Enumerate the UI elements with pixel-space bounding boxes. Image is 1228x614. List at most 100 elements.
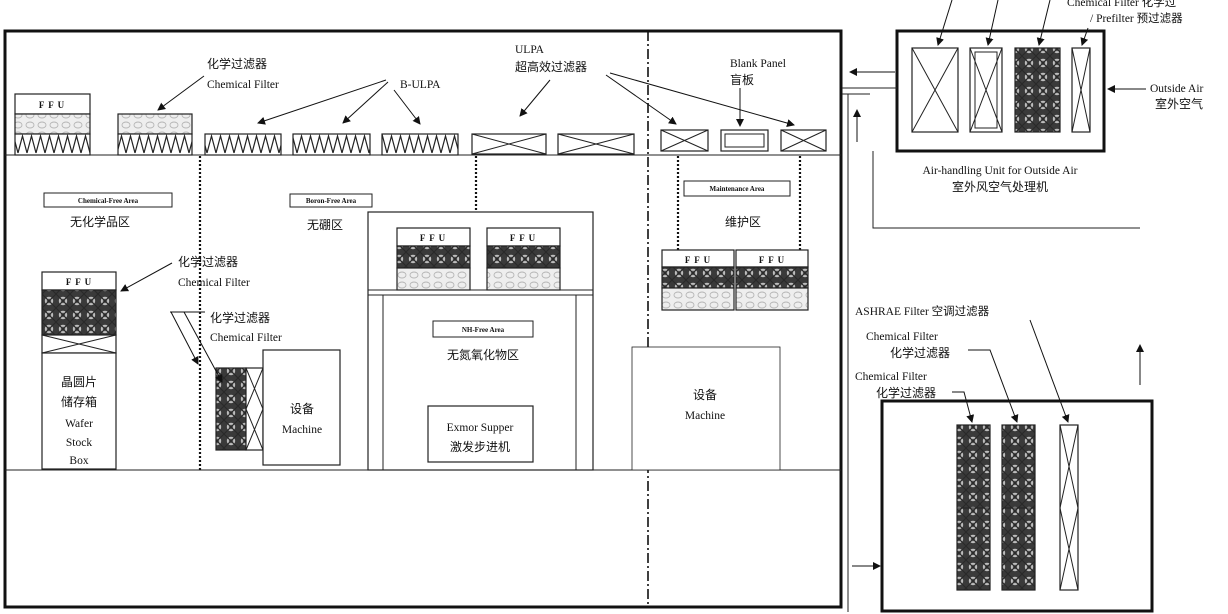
ashrae-filter-leader [1029,319,1070,423]
ulpa-leader-1 [519,79,551,117]
ffu-label: F F U [759,255,785,265]
cleanroom-frame [3,29,843,609]
wafer-box-ffu-tower: F F U [41,271,117,354]
machine-left-box [262,349,341,466]
machine-left-label-cn: 设备 [290,402,314,416]
outside-air-label-en: Outside Air [1150,83,1204,95]
chemical-filter-block [41,289,117,336]
ahu-name-en: Air-handling Unit for Outside Air [923,165,1078,177]
b-ulpa-leader-3 [393,89,421,125]
wafer-box-label-1: 晶圆片 [61,375,97,389]
recirc-chemical-filter-b-cn: 化学过滤器 [876,385,936,400]
ahu-filter-2 [969,47,1003,133]
b-ulpa-filter-1 [204,133,282,156]
ffu-label: F F U [685,255,711,265]
chemical-free-area-tag-box [43,192,173,208]
wafer-box-label-4: Stock [66,437,92,449]
nh-free-area-tag-box [432,320,534,338]
recirc-chemical-filter-2 [1001,424,1036,591]
ceiling-chemical-filter-unit [117,113,193,156]
machine-prefilter [245,367,264,451]
ulpa-filter-3 [660,129,709,152]
machine-right-label-cn: 设备 [693,388,717,402]
ashrae-filter-label: ASHRAE Filter 空调过滤器 [855,304,990,318]
tower-chemical-filter-label-cn: 化学过滤器 [178,254,238,269]
ceiling-chemical-filter-leader [157,75,205,111]
boron-free-area-name: 无硼区 [307,218,343,232]
return-duct-route [872,151,1140,229]
machine-chemical-filter-leader-2 [183,311,223,383]
maintenance-area-name: 维护区 [725,215,761,229]
tower-chemical-filter-leader [120,262,173,292]
bay-ffu-2: F F U [486,227,561,291]
ahu-frame [895,29,1106,153]
ahu-filter-leader-1 [936,0,953,46]
ulpa-label-cn: 超高效过滤器 [515,59,587,74]
stepper-label-cn: 激发步进机 [450,439,510,454]
b-ulpa-filter-3 [381,133,459,156]
machine-chemical-filter-leader-1 [170,311,199,365]
machine-chemical-filter-label-cn: 化学过滤器 [210,310,270,325]
ffu-label: F F U [510,233,536,243]
b-ulpa-filter-2 [292,133,371,156]
ulpa-leader-2 [605,74,677,125]
machine-right-label-en: Machine [685,410,725,422]
recirc-chemical-filter-1 [956,424,991,591]
chemical-free-area-tag: Chemical-Free Area [78,197,139,205]
blank-panel-label-en: Blank Panel [730,58,786,70]
ahu-prefilter-label: / Prefilter 预过滤器 [1090,12,1183,25]
stepper-label-en: Exmor Supper [447,422,514,434]
bay-ffu-1: F F U [396,227,471,291]
ulpa-filter-1 [471,133,547,155]
nh-free-area-tag: NH-Free Area [462,326,505,334]
recirc-chemical-filter-a-cn: 化学过滤器 [890,345,950,360]
ahu-prefilter [1071,47,1091,133]
outside-air-label-cn: 室外空气 [1155,96,1203,111]
hepa-zigzag-layer [14,133,91,156]
blank-panel-label-cn: 盲板 [730,72,754,87]
b-ulpa-leader-2 [342,81,389,124]
blank-panel [720,129,769,152]
stepper-box [427,405,534,463]
ffu-label: F F U [39,100,65,110]
recirc-ashrae-filter [1059,424,1079,591]
wafer-box-label-2: 储存箱 [61,394,97,409]
recirc-chemical-filter-b-en: Chemical Filter [855,371,927,383]
stepper-bay-enclosure [367,211,594,471]
chemical-free-area-name: 无化学品区 [70,214,130,229]
chemical-filter-layer [14,113,91,135]
machine-chemical-filter [215,367,247,451]
ulpa-filter-4 [780,129,827,152]
ulpa-filter-2 [557,133,635,155]
ffu-label: F F U [66,277,92,287]
wafer-stock-box [41,352,117,470]
machine-chemical-filter-label-en: Chemical Filter [210,332,282,344]
maintenance-ffu-2: F F U [735,249,809,311]
ulpa-leader-3 [609,72,795,127]
maintenance-ffu-1: F F U [661,249,735,311]
ahu-name-cn: 室外风空气处理机 [952,179,1048,194]
wafer-box-label-5: Box [69,455,88,467]
tower-chemical-filter-label-en: Chemical Filter [178,277,250,289]
ahu-chemical-filter-label: Chemical Filter 化学过 [1067,0,1177,9]
recirc-chemical-filter-b-leader [952,391,975,423]
hepa-zigzag-layer [117,133,193,156]
machine-right-box [631,346,781,471]
ceiling-ffu-unit: F F U [14,93,91,156]
boron-free-area-tag-box [289,193,373,208]
maintenance-area-tag: Maintenance Area [710,185,765,193]
ahu-chemical-filter [1014,47,1061,133]
ulpa-label-en: ULPA [515,44,545,56]
ahu-filter-leader-3 [1036,0,1051,46]
boron-free-area-tag: Boron-Free Area [306,197,357,205]
maintenance-area-tag-box [683,180,791,197]
b-ulpa-label: B-ULPA [400,79,441,91]
ceiling-chemical-filter-label-cn: 化学过滤器 [207,56,267,71]
recirc-unit-frame [880,399,1154,613]
chemical-filter-layer [117,113,193,135]
recirc-chemical-filter-a-leader [968,349,1019,423]
wafer-box-label-3: Wafer [65,418,93,430]
ahu-filter-leader-2 [985,0,999,46]
recirc-chemical-filter-a-en: Chemical Filter [866,331,938,343]
